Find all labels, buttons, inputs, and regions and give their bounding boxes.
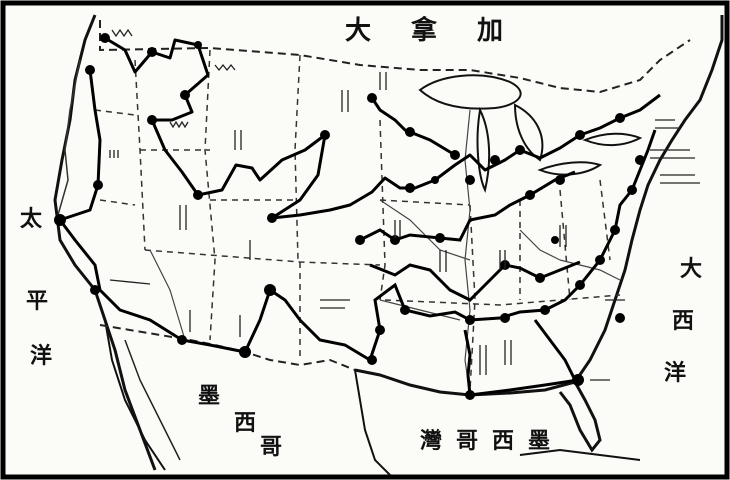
state-borders xyxy=(94,49,621,391)
lake-erie xyxy=(537,161,603,176)
cuba-outline xyxy=(519,448,641,461)
route-branch-1 xyxy=(370,97,456,157)
south-land-label-2: 西 xyxy=(234,410,257,436)
city-dots xyxy=(54,33,645,400)
west-ocean-label-2: 平 xyxy=(26,288,49,314)
place-name-scribbles xyxy=(109,28,700,381)
west-coast-detail xyxy=(57,59,81,216)
west-ocean-label-1: 太 xyxy=(20,206,43,232)
east-ocean-label-1: 大 xyxy=(680,256,703,282)
travel-route xyxy=(104,36,661,220)
lake-ontario xyxy=(582,132,643,146)
north-label: 大拿加 xyxy=(345,16,544,46)
south-land-label-3: 哥 xyxy=(260,434,283,460)
lake-michigan xyxy=(476,106,491,194)
northern-border xyxy=(99,20,691,94)
gulf-label: 灣哥西墨 xyxy=(420,428,565,454)
route-branch-2 xyxy=(57,69,657,363)
baja-inner xyxy=(124,339,181,461)
route-branch-6 xyxy=(533,319,577,381)
west-coastline xyxy=(53,14,157,471)
lake-superior xyxy=(418,74,522,110)
florida xyxy=(558,381,602,453)
east-ocean-label-2: 西 xyxy=(672,308,695,334)
east-ocean-label-3: 洋 xyxy=(664,360,687,386)
south-land-label-1: 墨 xyxy=(198,383,221,409)
east-coastline xyxy=(573,15,724,383)
route-branch-4 xyxy=(369,260,581,302)
gulf-coastline xyxy=(354,368,576,397)
west-ocean-label-3: 洋 xyxy=(30,343,53,369)
mexico-coast xyxy=(354,369,391,476)
lake-huron xyxy=(513,103,544,162)
baja-california xyxy=(104,319,166,471)
